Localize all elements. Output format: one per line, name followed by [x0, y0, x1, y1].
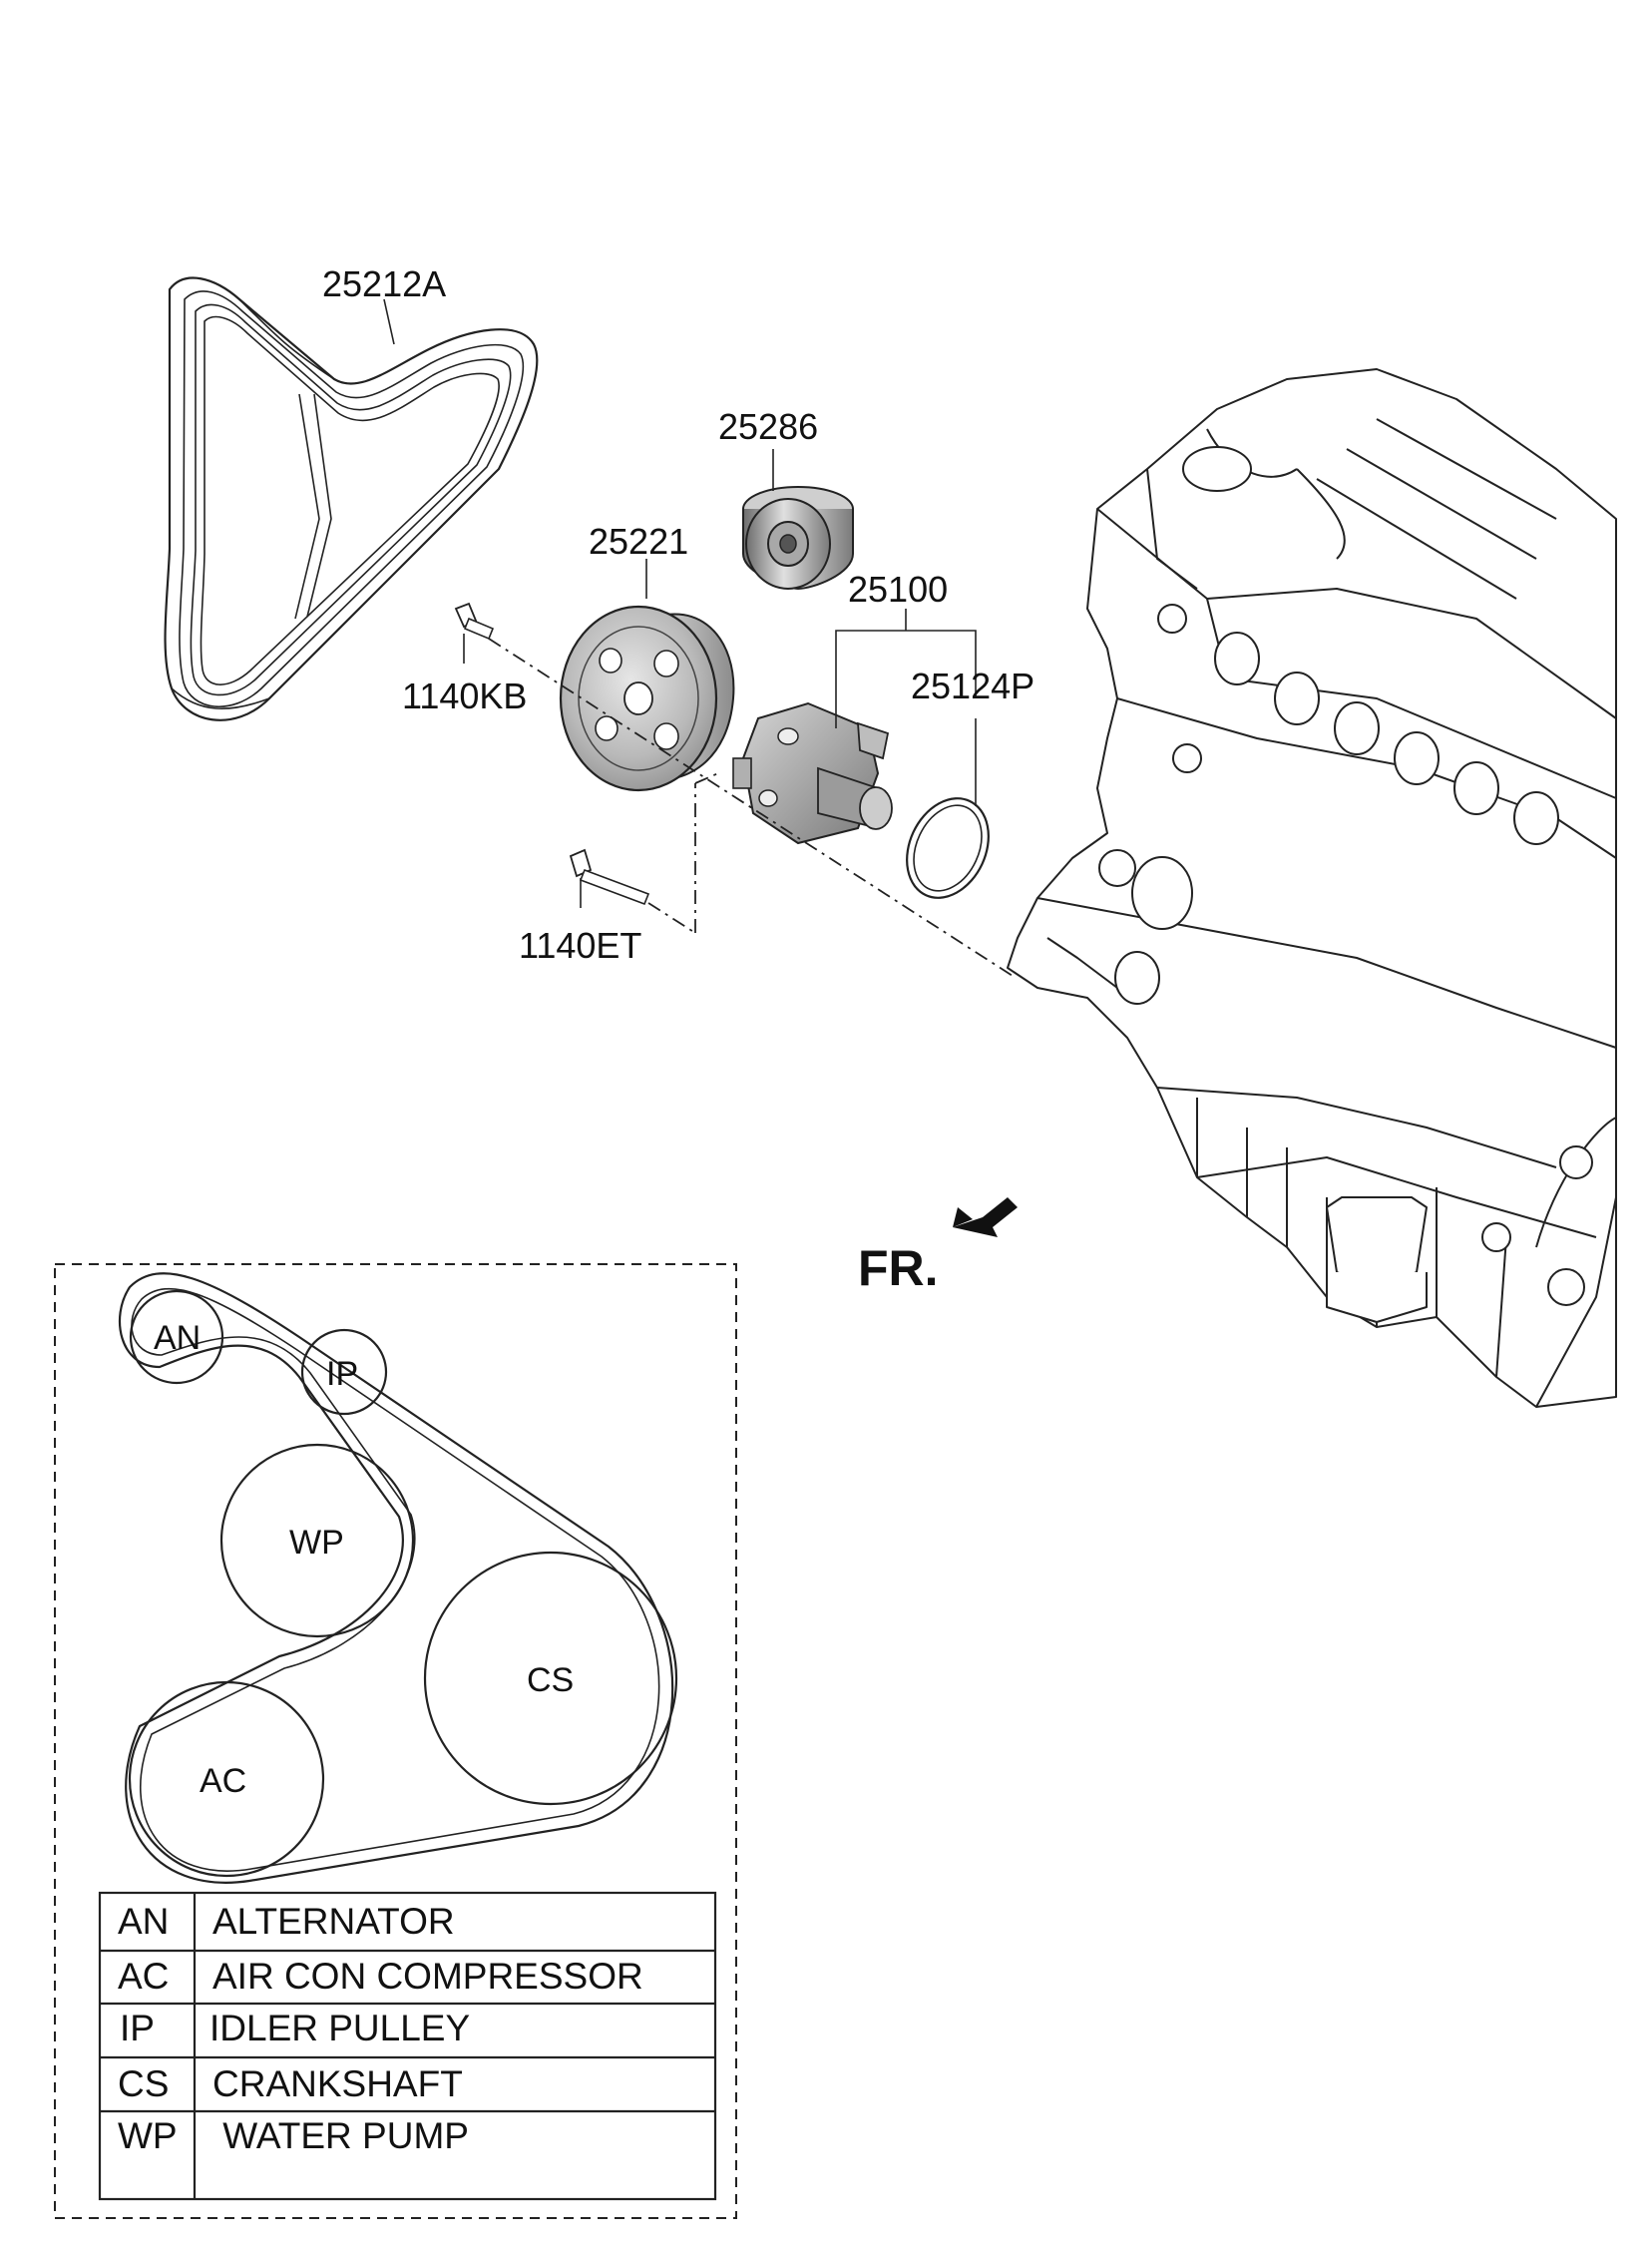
legend-code-ip: IP — [120, 2008, 155, 2048]
pulley-ip-label: IP — [326, 1355, 358, 1393]
pulley-an — [129, 1289, 224, 1385]
pulley-cs — [423, 1551, 678, 1806]
label-belt: 25212A — [322, 263, 446, 304]
legend-table: AN ALTERNATOR AC AIR CON COMPRESSOR IP I… — [98, 1891, 717, 2201]
bolt-short — [454, 602, 495, 641]
bolt-long — [569, 848, 650, 906]
drive-belt — [164, 276, 539, 721]
label-gasket: 25124P — [911, 666, 1034, 706]
idler-pulley-part — [742, 486, 854, 591]
legend-desc-ip: IDLER PULLEY — [209, 2008, 470, 2048]
label-bolt-short: 1140KB — [402, 676, 527, 716]
front-label: FR. — [858, 1240, 939, 1296]
pump-gasket — [906, 797, 990, 899]
engine-block — [1007, 368, 1617, 1408]
pulley-ac-label: AC — [200, 1762, 246, 1800]
label-bolt-long: 1140ET — [519, 925, 641, 966]
pulley-ac — [128, 1680, 325, 1878]
legend-desc-cs: CRANKSHAFT — [212, 2063, 463, 2104]
legend-desc-an: ALTERNATOR — [212, 1901, 455, 1942]
alignment-lines — [488, 638, 1014, 977]
pulley-an-label: AN — [154, 1319, 201, 1357]
pulley-wp-label: WP — [289, 1524, 344, 1562]
legend-code-an: AN — [118, 1901, 169, 1942]
belt-routing-inset: AN IP WP CS AC AN ALTERNATOR AC AIR CON … — [54, 1263, 737, 2219]
pulley-cs-label: CS — [527, 1661, 574, 1699]
front-direction-marker: FR. — [858, 1197, 1018, 1296]
water-pump-pulley — [559, 605, 735, 792]
label-idler: 25286 — [718, 406, 818, 447]
water-pump — [732, 701, 893, 845]
legend-desc-ac: AIR CON COMPRESSOR — [212, 1956, 643, 1997]
pulley-wp — [219, 1443, 415, 1638]
legend-code-wp: WP — [118, 2115, 178, 2156]
label-pump-assy: 25100 — [848, 569, 948, 610]
legend-code-cs: CS — [118, 2063, 169, 2104]
label-pulley: 25221 — [589, 521, 688, 562]
legend-desc-wp: WATER PUMP — [212, 2115, 469, 2156]
legend-code-ac: AC — [118, 1956, 169, 1997]
pulley-ip — [300, 1328, 388, 1416]
